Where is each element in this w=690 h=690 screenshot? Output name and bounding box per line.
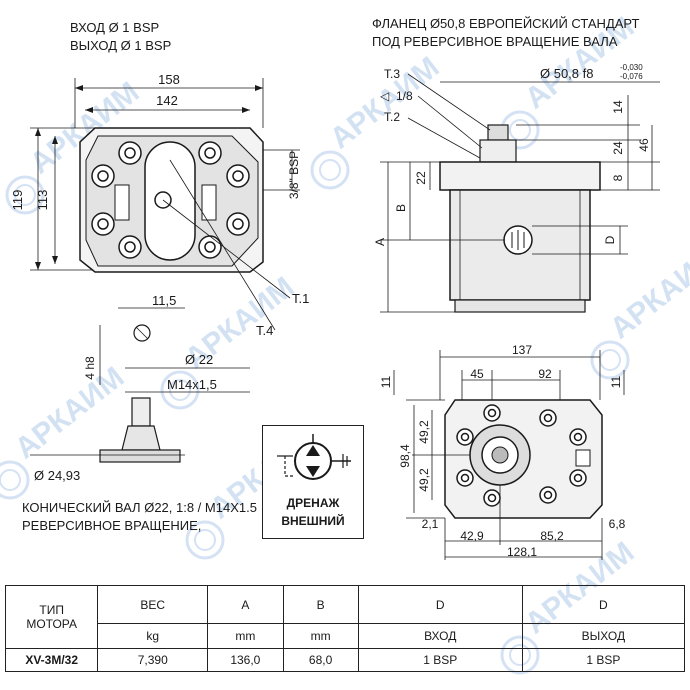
table-row: XV-3M/32 7,390 136,0 68,0 1 BSP 1 BSP <box>4 648 686 672</box>
side-view: Ø 50,8 f8 -0,030 -0,076 T.3 ◁ 1/8 T.2 14… <box>373 63 660 313</box>
taper-symbol: ◁ <box>380 89 390 103</box>
table-header-row: ТИП МОТОРА ВЕС A B D D <box>4 584 686 649</box>
motor-symbol-icon <box>277 434 351 480</box>
dim-b: B <box>394 204 408 212</box>
drain-label-line2: ВНЕШНИЙ <box>281 514 345 528</box>
outlet-label: ВЫХОД Ø 1 BSP <box>70 38 171 53</box>
dim-8: 8 <box>611 174 625 181</box>
dim-98-4: 98,4 <box>398 444 412 468</box>
rear-view: 137 45 92 11 11 <box>379 343 626 560</box>
dim-22: 22 <box>414 171 428 185</box>
dim-46: 46 <box>637 138 651 152</box>
unit-outlet: ВЫХОД <box>521 623 686 649</box>
dim-49-2-bottom: 49,2 <box>417 468 431 492</box>
header-b: B <box>282 584 359 625</box>
header-a: A <box>207 584 284 625</box>
dim-h8: 4 h8 <box>83 356 97 380</box>
unit-inlet: ВХОД <box>357 623 523 649</box>
shaft-caption-line1: КОНИЧЕСКИЙ ВАЛ Ø22, 1:8 / M14X1.5 <box>22 500 257 515</box>
unit-a: mm <box>207 623 284 649</box>
drain-symbol-box: ДРЕНАЖ ВНЕШНИЙ <box>262 425 364 539</box>
shaft-detail: 11,5 4 h8 Ø 22 M14x1,5 Ø 24,93 КОНИЧЕСКИ… <box>22 293 257 533</box>
label-t4: T.4 <box>256 323 273 338</box>
header-d-outlet: D <box>521 584 686 625</box>
header-type-line1: ТИП <box>39 603 64 617</box>
thread-label: M14x1,5 <box>167 377 217 392</box>
cell-type: XV-3M/32 <box>4 648 99 672</box>
cell-outlet: 1 BSP <box>521 648 686 672</box>
unit-b: mm <box>282 623 359 649</box>
taper-label: 1/8 <box>396 89 413 103</box>
dim-42-9: 42,9 <box>460 529 484 543</box>
dim-45: 45 <box>470 367 484 381</box>
label-t3: T.3 <box>384 67 400 81</box>
dim-128-1: 128,1 <box>507 545 537 559</box>
header-d-inlet: D <box>357 584 523 625</box>
dim-11-5: 11,5 <box>152 293 176 308</box>
dim-92: 92 <box>538 367 552 381</box>
table-units-row: kg mm mm ВХОД ВЫХОД <box>6 623 686 649</box>
shaft-dia-label: Ø 50,8 f8 <box>540 66 593 81</box>
front-view: 158 142 119 113 <box>10 72 309 338</box>
dim-142: 142 <box>156 93 178 108</box>
port-bsp-label: 3/8" BSP <box>287 151 301 199</box>
dim-dia-22: Ø 22 <box>185 352 213 367</box>
header-weight: ВЕС <box>97 584 209 625</box>
spec-table: ТИП МОТОРА ВЕС A B D D kg mm mm ВХОД ВЫХ… <box>4 584 686 672</box>
dim-11-left: 11 <box>379 375 393 388</box>
dim-2-1: 2,1 <box>422 517 439 531</box>
unit-weight: kg <box>97 623 209 649</box>
shaft-caption-line2: РЕВЕРСИВНОЕ ВРАЩЕНИЕ, <box>22 518 201 533</box>
label-t1: T.1 <box>292 291 309 306</box>
inlet-label: ВХОД Ø 1 BSP <box>70 20 159 35</box>
dim-85-2: 85,2 <box>540 529 564 543</box>
dim-113: 113 <box>35 190 50 211</box>
dim-11-right: 11 <box>609 375 623 388</box>
flange-label-line1: ФЛАНЕЦ Ø50,8 ЕВРОПЕЙСКИЙ СТАНДАРТ <box>372 16 640 31</box>
dim-158: 158 <box>158 72 180 87</box>
dim-dia-24-93: Ø 24,93 <box>34 468 80 483</box>
flange-label-line2: ПОД РЕВЕРСИВНОЕ ВРАЩЕНИЕ ВАЛА <box>372 34 618 49</box>
header-type: ТИП МОТОРА <box>4 585 99 649</box>
dim-49-2-top: 49,2 <box>417 420 431 444</box>
drain-label-line1: ДРЕНАЖ <box>286 496 340 510</box>
cell-weight: 7,390 <box>97 648 209 672</box>
header-type-line2: МОТОРА <box>26 617 78 631</box>
dim-137: 137 <box>512 343 532 357</box>
tolerance-upper: -0,030 <box>620 63 643 72</box>
dim-14: 14 <box>611 100 625 114</box>
tolerance-lower: -0,076 <box>620 72 643 81</box>
dim-6-8: 6,8 <box>609 517 626 531</box>
cell-a: 136,0 <box>207 648 284 672</box>
dim-24: 24 <box>611 141 625 155</box>
label-t2: T.2 <box>384 110 400 124</box>
dim-a: A <box>373 238 387 246</box>
dim-d: D <box>603 235 617 244</box>
dim-119: 119 <box>10 190 25 211</box>
cell-b: 68,0 <box>282 648 359 672</box>
cell-inlet: 1 BSP <box>357 648 523 672</box>
watermark-text: АРКАИМ <box>604 241 690 346</box>
